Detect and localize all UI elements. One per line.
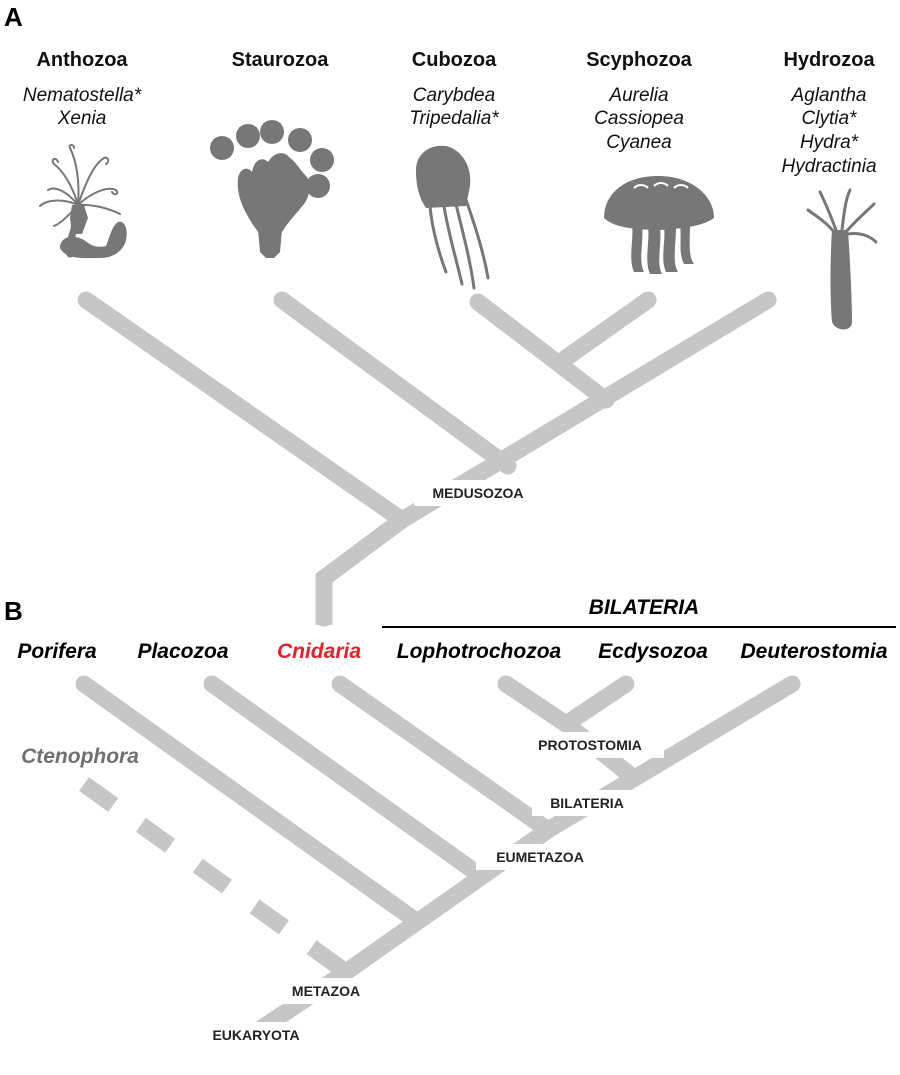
taxon-deuterostomia: Deuterostomia bbox=[740, 640, 887, 663]
genus-cyanea: Cyanea bbox=[606, 132, 672, 153]
medusozoa-label-bg bbox=[414, 480, 542, 506]
genus-cassiopea: Cassiopea bbox=[594, 108, 684, 129]
genus-nematostella: Nematostella* bbox=[23, 85, 142, 106]
taxon-placozoa: Placozoa bbox=[137, 640, 228, 663]
node-label-medusozoa: MEDUSOZOA bbox=[433, 485, 524, 501]
clade-name-scyphozoa: Scyphozoa bbox=[586, 49, 692, 71]
panel-b-label: B bbox=[4, 596, 23, 626]
node-label-protostomia: PROTOSTOMIA bbox=[538, 737, 642, 753]
taxon-ecdysozoa: Ecdysozoa bbox=[598, 640, 708, 663]
node-label-eukaryota: EUKARYOTA bbox=[212, 1027, 299, 1043]
node-label-eumetazoa: EUMETAZOA bbox=[496, 849, 584, 865]
hydra-icon bbox=[806, 188, 878, 330]
genus-clytia: Clytia* bbox=[802, 108, 858, 129]
genus-carybdea: Carybdea bbox=[413, 85, 495, 106]
panel-a-tree bbox=[77, 291, 777, 627]
bilateria-header: BILATERIA bbox=[589, 596, 699, 619]
box-jellyfish-icon bbox=[416, 145, 490, 290]
clade-name-anthozoa: Anthozoa bbox=[36, 49, 128, 71]
genus-aurelia: Aurelia bbox=[608, 85, 668, 106]
clade-name-cubozoa: Cubozoa bbox=[412, 49, 497, 71]
true-jellyfish-icon bbox=[604, 176, 714, 274]
taxon-cnidaria: Cnidaria bbox=[277, 640, 361, 663]
genus-tripedalia: Tripedalia* bbox=[409, 108, 499, 129]
eukaryota-label-bg bbox=[192, 1022, 322, 1048]
clade-name-hydrozoa: Hydrozoa bbox=[783, 49, 875, 71]
stalked-jellyfish-icon bbox=[210, 120, 334, 258]
taxon-porifera: Porifera bbox=[17, 640, 97, 663]
panel-a-label: A bbox=[4, 2, 23, 32]
sea-anemone-icon bbox=[39, 144, 127, 259]
clade-name-staurozoa: Staurozoa bbox=[232, 49, 330, 71]
bilateria-node-label-bg bbox=[532, 790, 652, 816]
metazoa-label-bg bbox=[274, 978, 378, 1004]
genus-aglantha: Aglantha bbox=[790, 85, 866, 106]
protostomia-label-bg bbox=[516, 732, 664, 758]
taxon-lophotrochozoa: Lophotrochozoa bbox=[397, 640, 562, 663]
genus-xenia: Xenia bbox=[57, 108, 107, 129]
taxon-ctenophora: Ctenophora bbox=[21, 745, 139, 768]
panel-b-tree bbox=[75, 675, 801, 1044]
node-label-bilateria: BILATERIA bbox=[550, 795, 624, 811]
genus-hydra: Hydra* bbox=[800, 132, 859, 153]
eumetazoa-label-bg bbox=[476, 844, 616, 870]
node-label-metazoa: METAZOA bbox=[292, 983, 360, 999]
genus-hydractinia: Hydractinia bbox=[781, 156, 876, 177]
